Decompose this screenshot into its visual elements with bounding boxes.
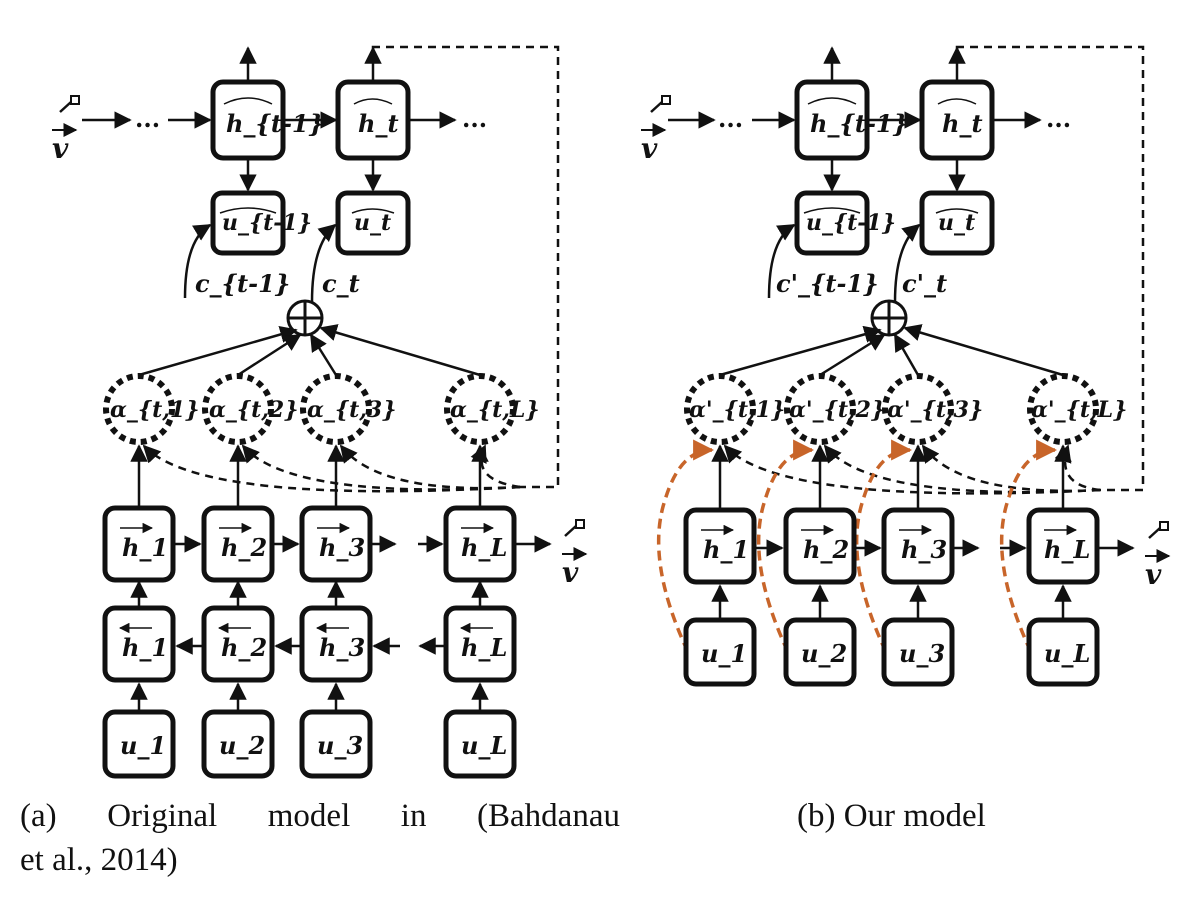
panel-original-model: v ... h_{t-1} h_t ... u_{t-1} u_t c_{t-1… xyxy=(52,45,588,779)
context-current-label-a: c_t xyxy=(322,269,360,298)
input-label-3-b: u_3 xyxy=(899,639,945,668)
attention-node-3-b xyxy=(882,373,954,445)
forward-state-2-b xyxy=(783,507,857,585)
input-1-a xyxy=(102,709,176,779)
dots-right-b: ... xyxy=(1046,104,1071,133)
input-1-b xyxy=(683,617,757,687)
output-v-label-b: v xyxy=(1145,558,1162,591)
caption-a-line1: (a) Original model in (Bahdanau xyxy=(20,796,620,836)
output-v-label-a: v xyxy=(562,556,579,589)
direct-input-link-L-b xyxy=(999,439,1058,653)
output-vector-symbol-b: v xyxy=(1145,521,1171,591)
attention-label-1-a: α_{t,1} xyxy=(110,397,199,423)
context-prev-label-b: c'_{t-1} xyxy=(776,269,879,298)
decoder-state-prev-label-b: h_{t-1} xyxy=(810,109,908,138)
caption-b: (b) Our model xyxy=(797,798,986,834)
input-vector-symbol-a: v xyxy=(52,95,80,165)
input-label-1-b: u_1 xyxy=(701,639,747,668)
context-prev-label-a: c_{t-1} xyxy=(195,269,290,298)
caption-a-word-1: (a) xyxy=(20,798,57,834)
input-2-a xyxy=(201,709,275,779)
decoder-output-current-label-b: u_t xyxy=(938,210,975,236)
input-vector-symbol-b: v xyxy=(641,95,671,165)
input-label-1-a: u_1 xyxy=(120,731,166,760)
input-label-2-b: u_2 xyxy=(801,639,847,668)
backward-label-L-a: h_L xyxy=(461,633,507,662)
forward-label-1-b: h_1 xyxy=(703,535,749,564)
output-vector-symbol-a: v xyxy=(562,519,588,589)
decoder-state-current-label-a: h_t xyxy=(358,109,399,138)
attention-node-1-b xyxy=(684,373,756,445)
dots-left-b: ... xyxy=(718,104,743,133)
attention-label-1-b: α'_{t,1} xyxy=(689,397,785,423)
dots-left-a: ... xyxy=(135,104,160,133)
forward-label-L-a: h_L xyxy=(461,533,507,562)
input-L-a xyxy=(443,709,517,779)
context-current-label-b: c'_t xyxy=(902,269,947,298)
forward-label-3-b: h_3 xyxy=(901,535,947,564)
attention-label-2-a: α_{t,2} xyxy=(209,397,298,423)
decoder-output-prev-label-b: u_{t-1} xyxy=(806,210,896,236)
attention-label-3-a: α_{t,3} xyxy=(307,397,396,423)
decoder-output-prev-a xyxy=(210,190,286,256)
dots-right-a: ... xyxy=(462,104,487,133)
forward-state-3-b xyxy=(881,507,955,585)
forward-state-1-b xyxy=(683,507,757,585)
panel-our-model: v ... h_{t-1} h_t ... u_{t-1} u_t c'_{t-… xyxy=(641,45,1171,687)
forward-label-L-b: h_L xyxy=(1044,535,1090,564)
attention-node-3-a xyxy=(300,373,372,445)
attention-node-2-a xyxy=(202,373,274,445)
input-v-label-a: v xyxy=(52,132,69,165)
caption-a-word-3: model xyxy=(267,798,351,834)
input-3-a xyxy=(299,709,373,779)
decoder-output-current-b xyxy=(919,190,995,256)
forward-label-2-a: h_2 xyxy=(221,533,267,562)
attention-node-1-a xyxy=(103,373,175,445)
input-label-2-a: u_2 xyxy=(219,731,265,760)
attention-node-2-b xyxy=(784,373,856,445)
caption-a-word-2: Original xyxy=(107,798,218,834)
input-label-L-b: u_L xyxy=(1044,639,1090,668)
backward-label-3-a: h_3 xyxy=(319,633,365,662)
decoder-state-current-label-b: h_t xyxy=(942,109,983,138)
attention-label-2-b: α'_{t,2} xyxy=(789,397,885,423)
attention-label-L-b: α'_{t,L} xyxy=(1031,397,1127,423)
decoder-output-current-a xyxy=(335,190,411,256)
decoder-output-current-label-a: u_t xyxy=(354,210,391,236)
direct-input-link-3-b xyxy=(854,439,913,653)
caption-a-line2: et al., 2014) xyxy=(20,842,178,878)
decoder-output-prev-b xyxy=(794,190,870,256)
caption-a-word-5: (Bahdanau xyxy=(477,798,620,834)
input-label-L-a: u_L xyxy=(461,731,507,760)
attention-node-L-a xyxy=(444,373,516,445)
backward-label-2-a: h_2 xyxy=(221,633,267,662)
forward-state-L-b xyxy=(1026,507,1100,585)
caption-a-word-4: in xyxy=(400,798,427,834)
input-2-b xyxy=(783,617,857,687)
attention-label-L-a: α_{t,L} xyxy=(450,397,540,423)
attention-label-3-b: α'_{t,3} xyxy=(887,397,983,423)
decoder-output-prev-label-a: u_{t-1} xyxy=(222,210,312,236)
forward-label-1-a: h_1 xyxy=(122,533,168,562)
input-L-b xyxy=(1026,617,1100,687)
direct-input-link-1-b xyxy=(656,439,715,653)
forward-label-2-b: h_2 xyxy=(803,535,849,564)
sum-node-a xyxy=(286,299,324,337)
input-v-label-b: v xyxy=(641,132,658,165)
attention-node-L-b xyxy=(1027,373,1099,445)
decoder-state-prev-label-a: h_{t-1} xyxy=(226,109,324,138)
input-label-3-a: u_3 xyxy=(317,731,363,760)
forward-label-3-a: h_3 xyxy=(319,533,365,562)
backward-label-1-a: h_1 xyxy=(122,633,168,662)
direct-input-link-2-b xyxy=(756,439,815,653)
input-3-b xyxy=(881,617,955,687)
